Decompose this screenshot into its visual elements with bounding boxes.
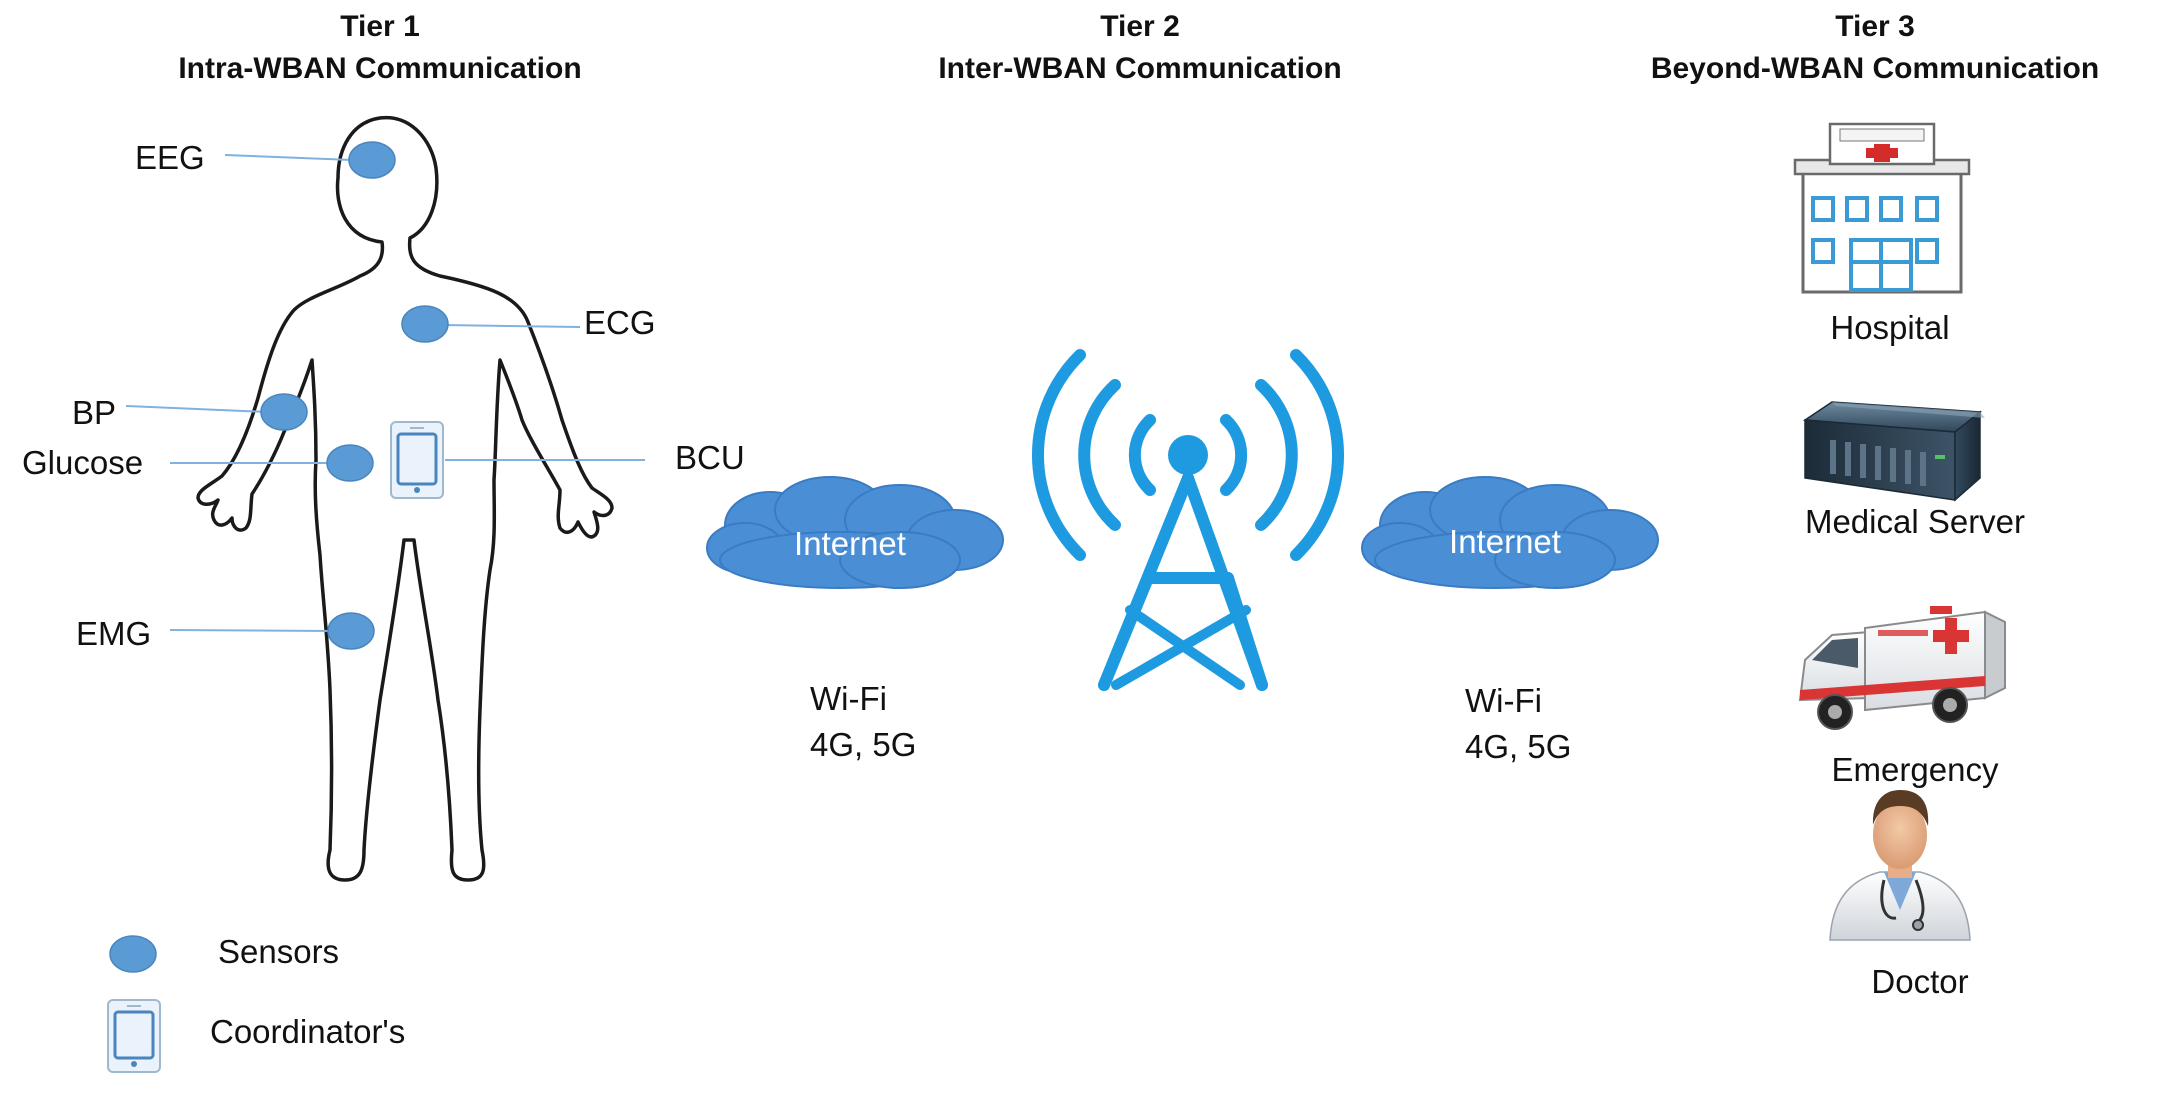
sensor-dot-icon — [327, 612, 375, 650]
label-doctor: Doctor — [1871, 963, 1969, 1000]
coordinator-phone-icon — [390, 421, 444, 499]
sensor-dot-icon — [401, 305, 449, 343]
tier2-tech-left: Wi-Fi 4G, 5G — [810, 676, 916, 768]
label-hospital: Hospital — [1830, 309, 1950, 346]
human-body-icon — [196, 115, 614, 882]
label-bcu: BCU — [675, 439, 745, 476]
sensor-dot-icon — [326, 444, 374, 482]
sensor-dot-icon — [109, 935, 157, 973]
tech-right-line1: Wi-Fi — [1465, 682, 1542, 719]
tier2-title: Tier 2 Inter-WBAN Communication — [880, 6, 1400, 90]
cell-tower-icon — [1032, 349, 1344, 691]
tier3-name: Beyond-WBAN Communication — [1650, 52, 2100, 85]
tier3-title: Tier 3 Beyond-WBAN Communication — [1600, 6, 2150, 90]
tech-left-line1: Wi-Fi — [810, 680, 887, 717]
tier1-title: Tier 1 Intra-WBAN Communication — [120, 6, 640, 90]
internet-cloud-icon — [706, 476, 1004, 589]
ambulance-icon — [1798, 606, 2006, 730]
sensor-dot-icon — [348, 141, 396, 179]
label-emg: EMG — [76, 615, 152, 652]
tier3-tech-right: Wi-Fi 4G, 5G — [1465, 678, 1571, 770]
sensor-dots — [260, 141, 449, 650]
tier1-name: Intra-WBAN Communication — [178, 52, 582, 85]
label-eeg: EEG — [135, 139, 205, 176]
cloud-right-label: Internet — [1449, 523, 1561, 560]
tier2-name: Inter-WBAN Communication — [938, 52, 1342, 85]
label-glucose: Glucose — [22, 444, 144, 481]
label-emergency: Emergency — [1831, 751, 1999, 788]
label-ecg: ECG — [584, 304, 656, 341]
coordinator-phone-icon — [107, 999, 161, 1073]
doctor-icon — [1829, 790, 1971, 941]
legend-sensors-label: Sensors — [218, 933, 340, 970]
internet-cloud-icon — [1361, 476, 1659, 589]
tech-left-line2: 4G, 5G — [810, 726, 917, 763]
sensor-pointer-lines — [125, 154, 645, 632]
tier3-label: Tier 3 — [1835, 10, 1915, 43]
hospital-icon — [1793, 122, 1971, 294]
label-medical-server: Medical Server — [1804, 503, 2026, 540]
cloud-left-label: Internet — [794, 525, 906, 562]
medical-server-icon — [1802, 401, 1985, 502]
legend-coordinator-label: Coordinator's — [210, 1013, 406, 1050]
tier1-label: Tier 1 — [340, 10, 420, 43]
label-bp: BP — [72, 394, 117, 431]
tech-right-line2: 4G, 5G — [1465, 728, 1572, 765]
sensor-dot-icon — [260, 393, 308, 431]
tier2-label: Tier 2 — [1100, 10, 1180, 43]
